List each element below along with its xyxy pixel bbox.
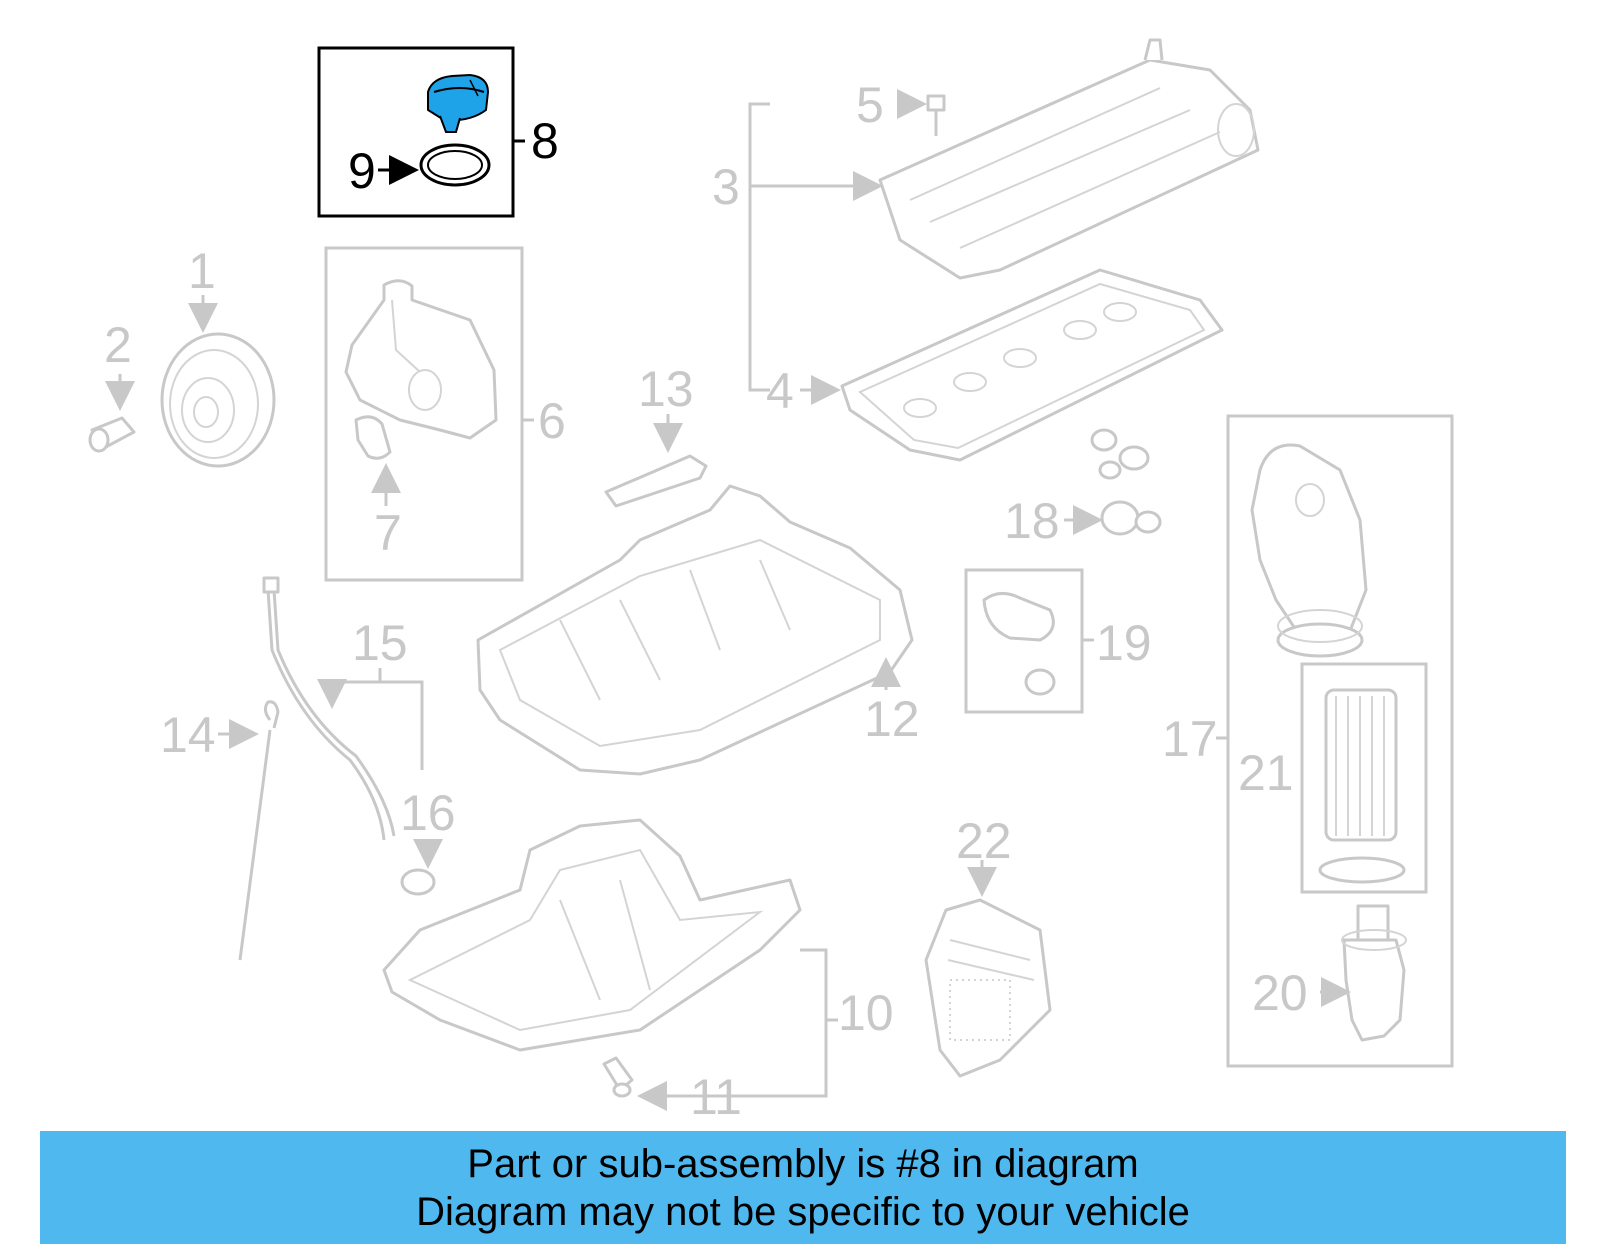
gasket-set-part-19 [982,592,1056,696]
bolt-part-5 [897,89,946,136]
callout-18[interactable]: 18 [1004,493,1060,549]
banner-line-1: Part or sub-assembly is #8 in diagram [467,1141,1139,1186]
info-banner: Part or sub-assembly is #8 in diagram Di… [40,1131,1566,1244]
filter-cap-part-20 [1320,904,1407,1042]
callout-1[interactable]: 1 [188,243,216,299]
drain-plug-part-11 [602,1056,634,1098]
group-box-19 [964,568,1084,714]
callout-17[interactable]: 17 [1162,711,1218,767]
callout-12[interactable]: 12 [864,691,920,747]
seal-part-16 [400,839,443,896]
callout-21[interactable]: 21 [1238,745,1294,801]
oil-filler-cap-part-8[interactable] [427,73,490,133]
sealant-part-13 [604,414,708,508]
callout-2[interactable]: 2 [104,317,132,373]
lower-oil-pan-part-10 [382,818,802,1052]
callout-4[interactable]: 4 [766,363,794,419]
dipstick-tube-part-15 [262,576,424,841]
callout-19[interactable]: 19 [1096,615,1152,671]
oil-filter-element-part-21 [1318,688,1406,884]
highlight-box-8 [317,46,525,218]
callout-13[interactable]: 13 [638,361,694,417]
callout-8[interactable]: 8 [531,113,559,169]
callout-20[interactable]: 20 [1252,965,1308,1021]
callout-22[interactable]: 22 [956,813,1012,869]
callout-10[interactable]: 10 [838,985,894,1041]
pulley-bolt-part-2 [88,374,136,453]
upper-oil-pan-part-12 [476,484,914,776]
group-box-17 [1226,414,1454,1068]
callout-9[interactable]: 9 [348,143,376,199]
group-box-6 [324,246,524,582]
o-rings-part-18 [1064,428,1162,536]
banner-line-2: Diagram may not be specific to your vehi… [416,1189,1190,1234]
crankshaft-pulley-part-1 [160,295,276,468]
callout-11[interactable]: 11 [690,1069,742,1125]
timing-cover-part-6 [344,279,498,440]
group-box-21 [1300,662,1428,894]
oil-cap-seal-part-9[interactable] [378,143,491,187]
callout-3[interactable]: 3 [712,159,740,215]
valve-cover-part-3 [878,38,1260,280]
callout-15[interactable]: 15 [352,615,408,671]
valve-cover-gasket-part-4 [840,268,1224,462]
seal-part-7 [354,415,401,506]
oil-filter-housing-part-17 [1250,443,1368,658]
callout-6[interactable]: 6 [538,393,566,449]
dipstick-part-14 [218,700,280,961]
callout-14[interactable]: 14 [160,707,216,763]
callout-7[interactable]: 7 [374,505,402,561]
callout-16[interactable]: 16 [400,785,456,841]
oil-cooler-part-22 [924,860,1052,1078]
callout-5[interactable]: 5 [856,77,884,133]
